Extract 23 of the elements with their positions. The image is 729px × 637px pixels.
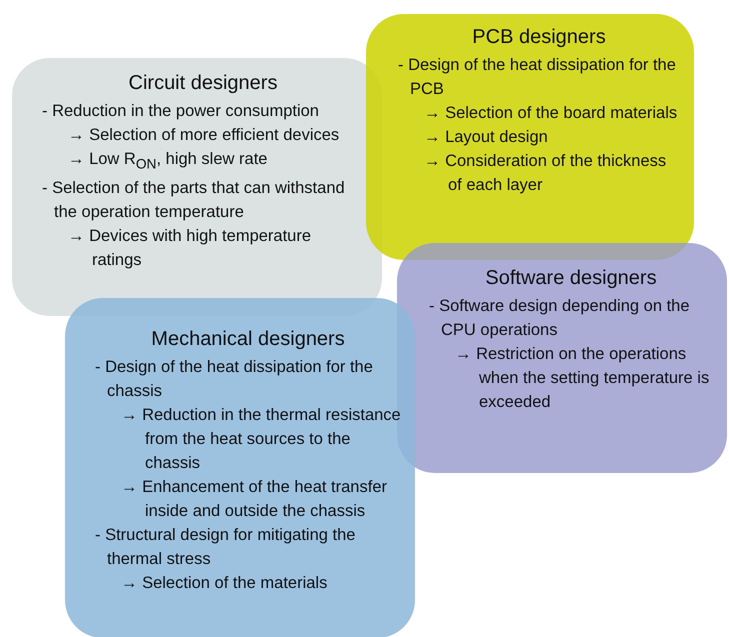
list-item: → Enhancement of the heat transfer inside and outside the chassis <box>120 477 388 522</box>
list-item: → Devices with high temperature ratings <box>67 226 312 272</box>
list-item: - Selection of the parts that can withstand the operation temperature <box>42 178 346 224</box>
list-item: → Selection of the materials <box>120 573 328 594</box>
list-item: → Restriction on the operations when the setting temperature is exceeded <box>454 344 710 413</box>
panel-heading: Software designers <box>484 267 658 290</box>
list-item: → Selection of the board materials <box>423 103 678 124</box>
list-item: - Design of the heat dissipation for the chassis <box>95 357 374 402</box>
rounded-panel <box>65 298 415 637</box>
list-item: - Design of the heat dissipation for the PCB <box>398 55 677 100</box>
list-item: → Consideration of the thickness of each layer <box>423 151 668 196</box>
list-item: → Reduction in the thermal resistance from the heat sources to the chassis <box>120 405 401 474</box>
panel-heading: Circuit designers <box>128 72 278 95</box>
list-item: - Reduction in the power consumption <box>42 101 320 122</box>
panel-heading: Mechanical designers <box>150 328 346 351</box>
rounded-panel <box>12 58 382 316</box>
panel-heading: PCB designers <box>471 26 607 49</box>
list-item: → Low R$_{ON}$, high slew rate <box>67 149 268 174</box>
list-item: - Structural design for mitigating the thermal stress <box>95 525 356 570</box>
list-item: → Layout design <box>423 127 549 148</box>
list-item: → Selection of more efficient devices <box>67 125 340 146</box>
list-item: - Software design depending on the CPU operations <box>429 296 691 341</box>
rounded-panel <box>366 14 694 260</box>
